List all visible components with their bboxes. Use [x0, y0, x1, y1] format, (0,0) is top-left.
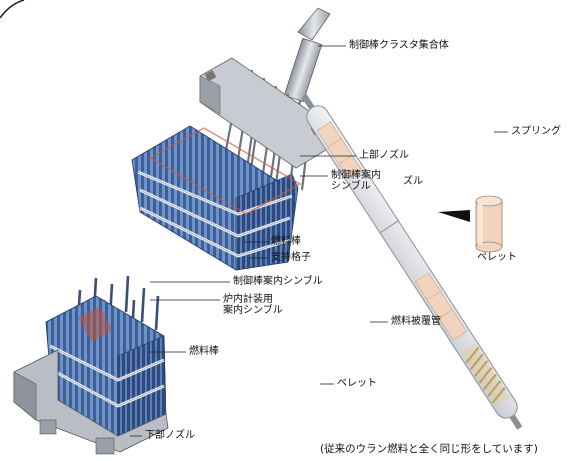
control-rod-guide-thimble-upper-label: 制御棒案内 シンブル	[331, 170, 381, 192]
cladding-tube-label: 燃料被覆管	[391, 316, 441, 327]
lower-assembly	[13, 275, 169, 455]
pellet-right-label: ペレット	[477, 252, 517, 263]
incore-instrument-thimble-label: 炉内計装用 案内シンブル	[223, 294, 283, 316]
support-grid-label: 支持格子	[271, 252, 311, 263]
corner-arc	[0, 0, 25, 19]
pellet-lower-label: ペレット	[337, 378, 377, 389]
lower-nozzle-label: 下部ノズル	[145, 430, 195, 441]
spring-label: スプリング	[511, 126, 561, 137]
caption: (従来のウラン燃料と全く同じ形をしています)	[320, 443, 538, 455]
zuru-fragment-label: ズル	[403, 176, 423, 187]
control-rod-guide-thimble-lower-label: 制御棒案内シンブル	[233, 276, 323, 287]
pellet-cylinder	[475, 195, 503, 253]
fuel-rod-lower-label: 燃料棒	[189, 346, 219, 357]
pellet-pointer-arrow	[438, 210, 470, 222]
upper-nozzle-label: 上部ノズル	[359, 150, 409, 161]
fuel-rod-upper-label: 燃料棒	[271, 236, 301, 247]
leader-lines	[130, 45, 508, 437]
fuel-rod	[301, 94, 523, 430]
control-rod-cluster-label: 制御棒クラスタ集合体	[349, 40, 449, 51]
